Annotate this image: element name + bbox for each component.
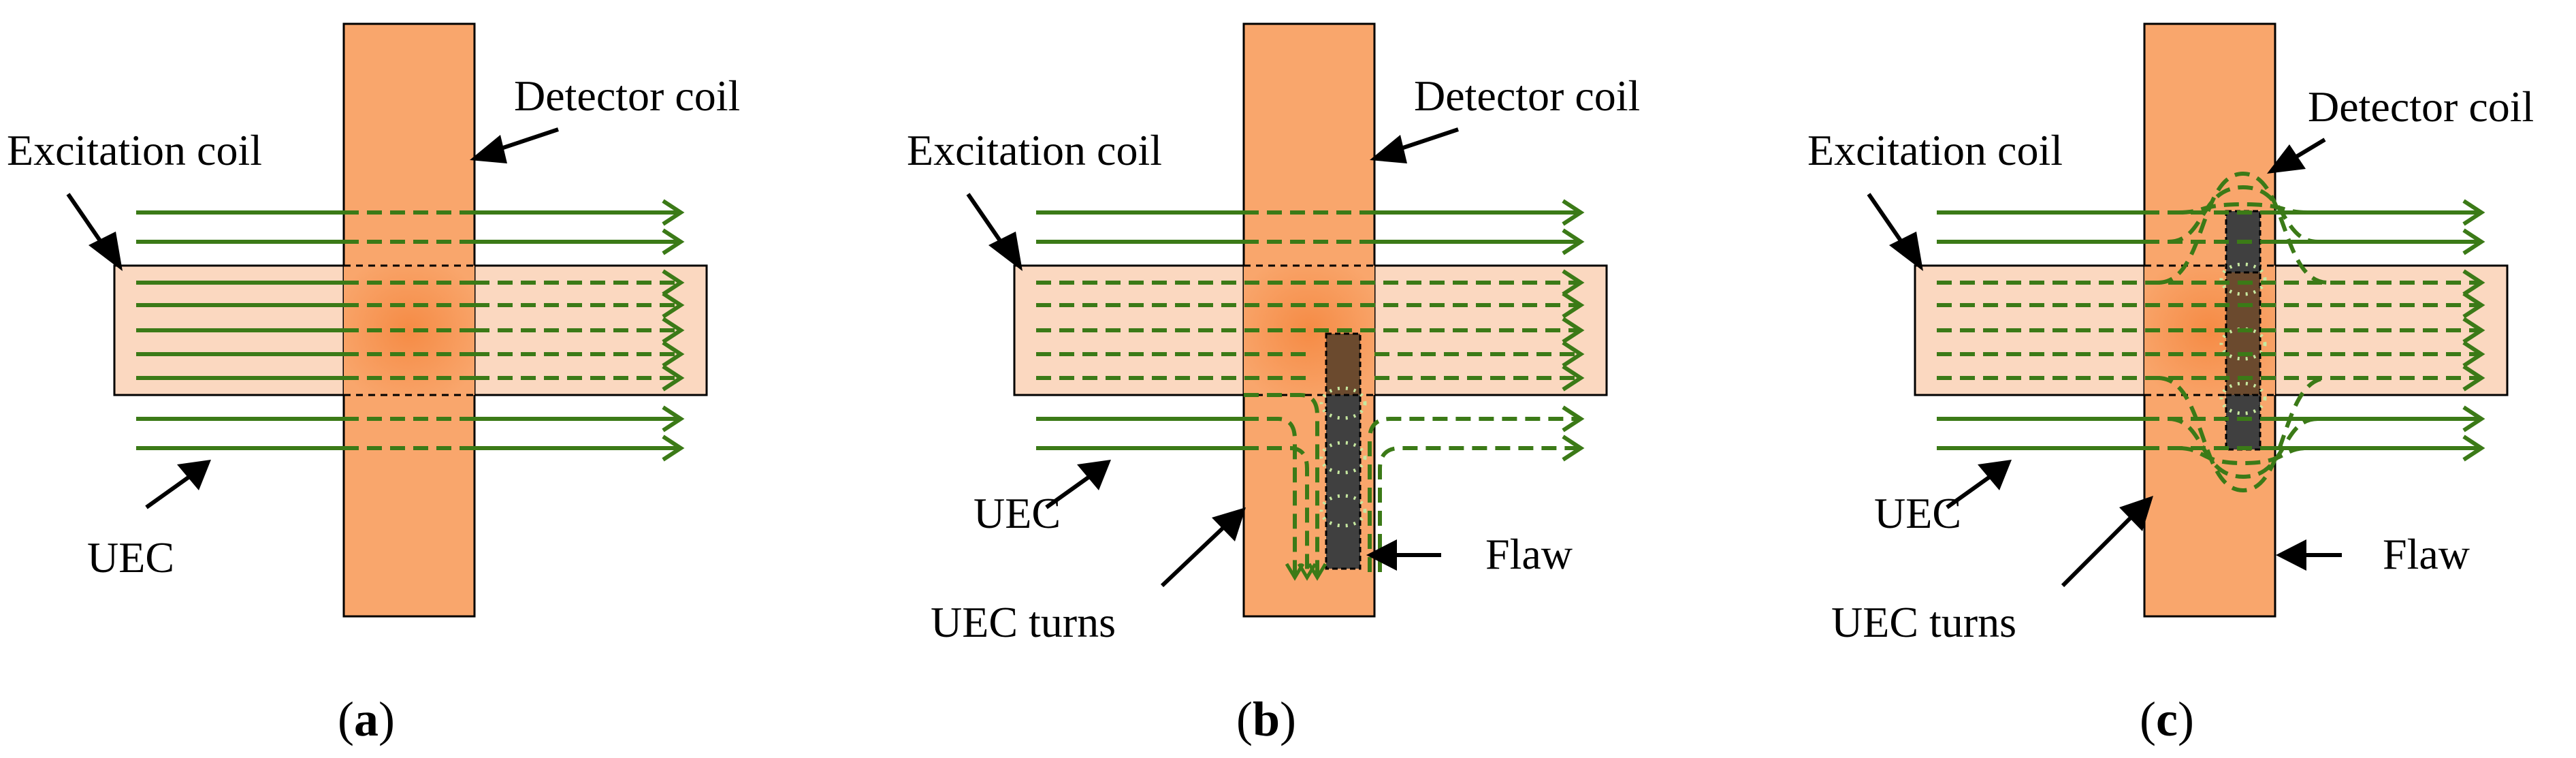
excitation-coil-label: Excitation coil xyxy=(907,126,1162,174)
flaw-pointer xyxy=(1366,539,1441,571)
uec-arrowhead xyxy=(2462,341,2485,368)
uec-turning-line xyxy=(1368,417,1581,572)
uec-lines xyxy=(1036,199,1585,581)
uec-label: UEC xyxy=(1874,489,1961,537)
excitation-coil-pointer xyxy=(66,193,123,271)
panel-c: Excitation coil Detector coil UEC UEC tu… xyxy=(1807,22,2534,746)
uec-arrowhead xyxy=(662,317,685,344)
detector-coil-pointer xyxy=(2267,138,2326,174)
uec-turns-label: UEC turns xyxy=(1831,598,2016,646)
flaw-label: Flaw xyxy=(2383,530,2470,578)
caption-a: (a) xyxy=(338,692,395,746)
uec-arrowhead xyxy=(662,341,685,368)
uec-turning-line xyxy=(1244,417,1297,575)
uec-turns-pointer xyxy=(2061,496,2153,588)
uec-turns-label: UEC turns xyxy=(931,598,1116,646)
uec-arrowhead xyxy=(1562,364,1585,392)
uec-pointer xyxy=(1946,460,2012,509)
uec-turns-pointer xyxy=(1160,507,1246,588)
uec-turning-line xyxy=(1244,393,1319,575)
uec-arrowhead xyxy=(662,405,685,432)
uec-arrowhead xyxy=(2462,364,2485,392)
uec-pointer xyxy=(145,460,211,509)
uec-arrowhead xyxy=(2462,435,2485,462)
uec-arrowhead xyxy=(662,435,685,462)
uec-arrowhead xyxy=(1562,317,1585,344)
uec-arrowhead xyxy=(662,269,685,296)
uec-arrowhead xyxy=(2462,199,2485,226)
flaw xyxy=(1319,332,1367,570)
excitation-coil-pointer xyxy=(1867,193,1923,271)
detector-coil-pointer xyxy=(470,127,559,163)
uec-pointer xyxy=(1045,460,1111,509)
flaw-pointer xyxy=(2276,539,2342,571)
uec-arrowhead xyxy=(2462,228,2485,255)
uec-arrowhead xyxy=(2462,317,2485,344)
uec-label: UEC xyxy=(973,489,1061,537)
uec-arrowhead xyxy=(662,228,685,255)
uec-label: UEC xyxy=(87,533,174,582)
excitation-coil-label: Excitation coil xyxy=(1807,126,2063,174)
flaw xyxy=(2219,210,2267,451)
uec-arrowhead xyxy=(1307,563,1327,581)
uec-detour-line xyxy=(2178,446,2308,466)
excitation-coil-pointer xyxy=(966,193,1023,271)
detector-coil-label: Detector coil xyxy=(2308,82,2534,131)
flaw-eddy-loops xyxy=(1319,386,1367,528)
uec-arrowhead xyxy=(2462,291,2485,319)
uec-arrowhead xyxy=(1562,269,1585,296)
uec-arrowhead xyxy=(2462,269,2485,296)
uec-turning-line xyxy=(1244,446,1309,575)
uec-arrowhead xyxy=(1562,199,1585,226)
flaw-label: Flaw xyxy=(1485,530,1573,578)
uec-detour-line xyxy=(2168,417,2319,479)
uec-arrowhead xyxy=(2462,405,2485,432)
caption-b: (b) xyxy=(1236,692,1296,746)
uec-arrowhead xyxy=(662,291,685,319)
detector-coil-label: Detector coil xyxy=(1414,72,1640,120)
uec-arrowhead xyxy=(1562,291,1585,319)
uec-arrowhead xyxy=(662,199,685,226)
uec-detour-line xyxy=(2168,185,2319,244)
uec-lines xyxy=(1937,171,2485,493)
flaw-eddy-loops xyxy=(2219,262,2267,415)
uec-arrowhead xyxy=(1562,435,1585,462)
panel-b: Excitation coil Detector coil UEC UEC tu… xyxy=(907,22,1640,746)
excitation-coil-label: Excitation coil xyxy=(7,126,262,174)
uec-arrowhead xyxy=(1562,341,1585,368)
uec-detour-line xyxy=(2157,376,2329,493)
uec-arrowhead xyxy=(662,364,685,392)
coil-overlap xyxy=(344,266,474,395)
detector-coil-label: Detector coil xyxy=(514,72,740,120)
uec-detour-line xyxy=(2157,171,2329,285)
uec-arrowhead xyxy=(1562,228,1585,255)
caption-c: (c) xyxy=(2140,692,2194,746)
uec-turning-line xyxy=(1378,446,1581,572)
panel-a: Excitation coil Detector coil UEC (a) xyxy=(7,22,740,746)
detector-coil-pointer xyxy=(1370,127,1459,163)
uec-lines xyxy=(136,199,685,462)
